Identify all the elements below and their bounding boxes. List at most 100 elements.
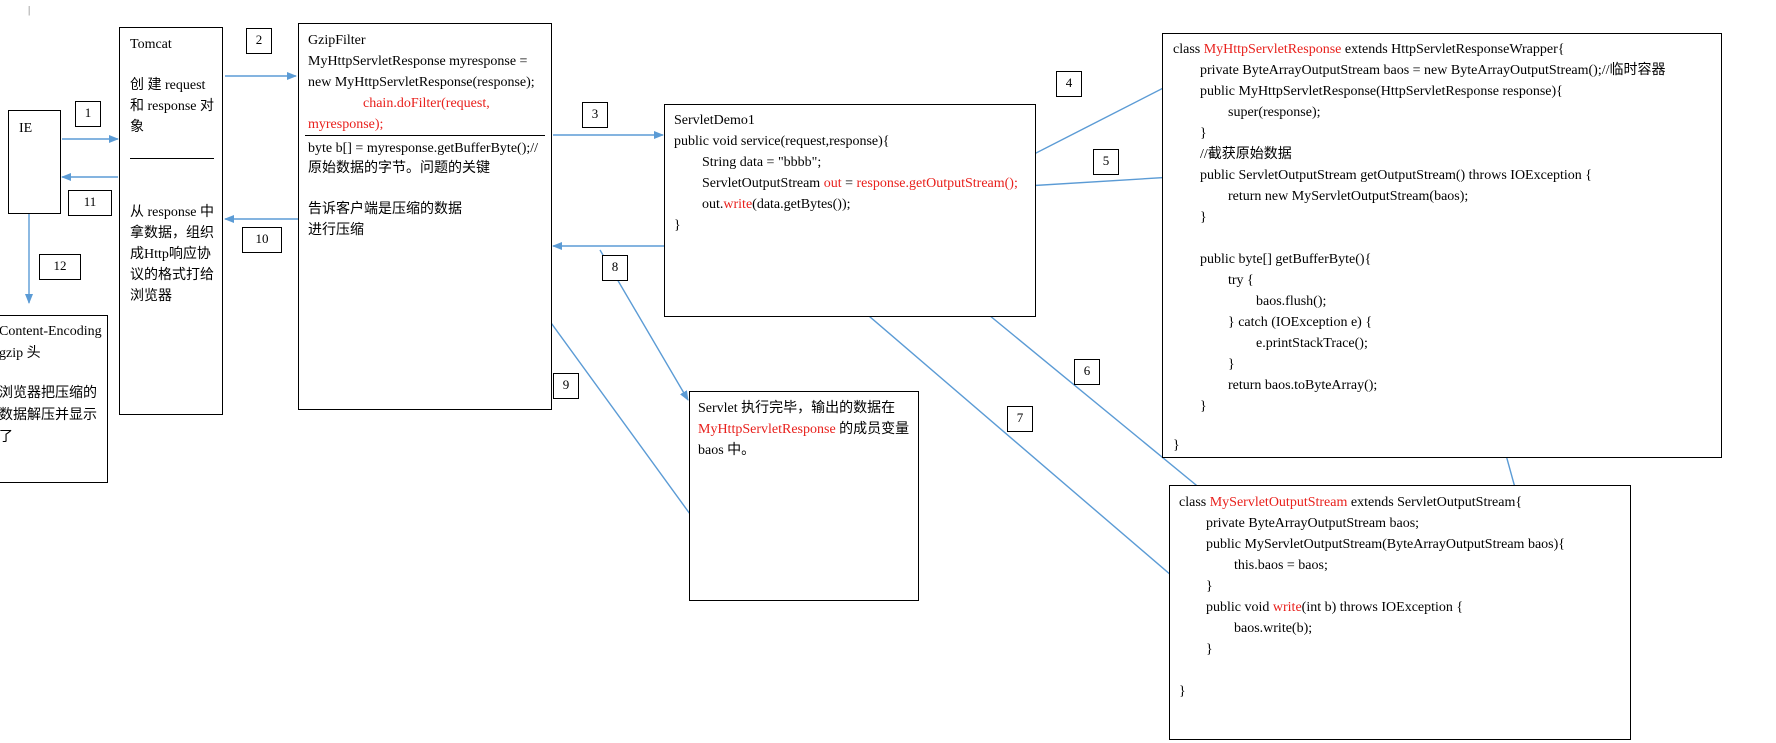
step-label-6: 6 [1074, 359, 1100, 385]
gzip-line-6: 原始数据的字节。问题的关键 [308, 161, 490, 176]
gzip-line-5: byte b[] = myresponse.getBufferByte();// [308, 141, 539, 156]
wrapper-line-5: } [1200, 126, 1207, 141]
stream-line-6a: public void [1206, 600, 1273, 615]
wrapper-line-18: } [1200, 399, 1207, 414]
servlet-line-4a: out. [702, 197, 724, 212]
servlet-line-1: public void service(request,response){ [674, 134, 890, 149]
wrapper-line-1b: MyHttpServletResponse [1203, 42, 1342, 57]
tomcat-line-3: 象 [130, 120, 144, 135]
step-label-1: 1 [75, 101, 101, 127]
browser-line-2: gzip 头 [0, 346, 41, 361]
stream-line-10: } [1179, 684, 1186, 699]
stream-line-5: } [1206, 579, 1213, 594]
gzip-line-8: 进行压缩 [308, 223, 364, 238]
gzip-line-1: MyHttpServletResponse myresponse = [308, 54, 528, 69]
stream-line-8: } [1206, 642, 1213, 657]
tomcat-title: Tomcat [130, 37, 172, 52]
wrapper-line-16: } [1228, 357, 1235, 372]
stream-line-7: baos.write(b); [1234, 621, 1313, 636]
servlet-line-2: String data = "bbbb"; [702, 155, 822, 170]
stream-line-6c: (int b) throws IOException { [1301, 600, 1464, 615]
stream-line-3: public MyServletOutputStream(ByteArrayOu… [1206, 537, 1565, 552]
servlet-line-3: ServletOutputStream out = response.getOu… [702, 174, 1018, 194]
stream-line-1c: extends ServletOutputStream{ [1347, 495, 1523, 510]
stream-line-1a: class [1179, 495, 1210, 510]
tomcat-line-7: 议的格式打给 [130, 268, 214, 283]
servlet-line-3b: out [823, 176, 842, 191]
step-label-12: 12 [39, 254, 81, 280]
gzip-filter-box: GzipFilter MyHttpServletResponse myrespo… [298, 23, 552, 410]
gzip-line-4: myresponse); [308, 117, 384, 132]
wrapper-line-2: private ByteArrayOutputStream baos = new… [1200, 63, 1666, 78]
step-label-4: 4 [1056, 71, 1082, 97]
wrapper-line-14: } catch (IOException e) { [1228, 315, 1373, 330]
gzip-title: GzipFilter [308, 33, 366, 48]
tomcat-box: Tomcat 创 建 request 和 response 对 象 从 resp… [119, 27, 223, 415]
note-line-1: Servlet 执行完毕，输出的数据在 [698, 401, 896, 416]
browser-line-5: 了 [0, 430, 13, 445]
servlet-line-3a: ServletOutputStream [702, 176, 824, 191]
gzip-line-3: chain.doFilter(request, [363, 96, 490, 111]
gzip-line-7: 告诉客户端是压缩的数据 [308, 202, 462, 217]
wrapper-line-20: } [1173, 438, 1180, 453]
wrapper-line-4: super(response); [1228, 105, 1321, 120]
wrapper-line-12: try { [1228, 273, 1254, 288]
servlet-title: ServletDemo1 [674, 113, 755, 128]
step-label-8: 8 [602, 255, 628, 281]
servlet-demo-box: ServletDemo1 public void service(request… [664, 104, 1036, 317]
wrapper-line-13: baos.flush(); [1256, 294, 1327, 309]
note-box: Servlet 执行完毕，输出的数据在 MyHttpServletRespons… [689, 391, 919, 601]
wrapper-line-9: } [1200, 210, 1207, 225]
browser-line-4: 数据解压并显示 [0, 408, 97, 423]
wrapper-line-1a: class [1173, 42, 1204, 57]
wrapper-line-15: e.printStackTrace(); [1256, 336, 1368, 351]
step-label-5: 5 [1093, 149, 1119, 175]
stream-line-1: class MyServletOutputStream extends Serv… [1179, 493, 1522, 513]
note-line-2: MyHttpServletResponse 的成员变量 [698, 420, 909, 440]
gzip-line-2: new MyHttpServletResponse(response); [308, 75, 535, 90]
wrapper-line-1c: extends HttpServletResponseWrapper{ [1341, 42, 1565, 57]
stream-line-1b: MyServletOutputStream [1209, 495, 1348, 510]
browser-line-3: 浏览器把压缩的 [0, 386, 97, 401]
servlet-line-4: out.write(data.getBytes()); [702, 195, 851, 215]
wrapper-line-1: class MyHttpServletResponse extends Http… [1173, 40, 1564, 60]
stream-line-6b: write [1272, 600, 1302, 615]
tomcat-divider [130, 158, 214, 159]
servlet-line-3d: response.getOutputStream(); [856, 176, 1018, 191]
step-label-7: 7 [1007, 406, 1033, 432]
stream-line-6: public void write(int b) throws IOExcept… [1206, 598, 1463, 618]
wrapper-class-box: class MyHttpServletResponse extends Http… [1162, 33, 1722, 458]
step-label-9: 9 [553, 373, 579, 399]
servlet-line-5: } [674, 218, 681, 233]
wrapper-line-11: public byte[] getBufferByte(){ [1200, 252, 1372, 267]
stream-line-4: this.baos = baos; [1234, 558, 1328, 573]
tomcat-line-6: 成Http响应协 [130, 247, 211, 262]
stream-line-2: private ByteArrayOutputStream baos; [1206, 516, 1420, 531]
note-line-2a: MyHttpServletResponse [698, 422, 836, 437]
note-line-2b: 的成员变量 [835, 422, 910, 437]
note-line-3: baos 中。 [698, 443, 756, 458]
browser-box: Content-Encoding gzip 头 浏览器把压缩的 数据解压并显示 … [0, 315, 108, 483]
step-label-11: 11 [68, 190, 112, 216]
wrapper-line-3: public MyHttpServletResponse(HttpServlet… [1200, 84, 1563, 99]
step-label-3: 3 [582, 102, 608, 128]
gzip-divider [305, 135, 545, 136]
tomcat-line-4: 从 response 中 [130, 205, 214, 220]
servlet-line-3c: = [841, 176, 857, 191]
browser-line-1: Content-Encoding [0, 324, 102, 339]
outputstream-class-box: class MyServletOutputStream extends Serv… [1169, 485, 1631, 740]
tomcat-line-2: 和 response 对 [130, 99, 214, 114]
step-label-10: 10 [242, 227, 282, 253]
step-label-2: 2 [246, 28, 272, 54]
ie-box: IE [8, 110, 61, 214]
cursor-mark: | [28, 4, 31, 16]
wrapper-line-17: return baos.toByteArray(); [1228, 378, 1378, 393]
ie-label: IE [19, 121, 33, 136]
wrapper-line-6: //截获原始数据 [1200, 147, 1292, 162]
servlet-line-4c: (data.getBytes()); [752, 197, 851, 212]
tomcat-line-8: 浏览器 [130, 289, 172, 304]
wrapper-line-8: return new MyServletOutputStream(baos); [1228, 189, 1469, 204]
tomcat-line-5: 拿数据，组织 [130, 226, 214, 241]
wrapper-line-7: public ServletOutputStream getOutputStre… [1200, 168, 1593, 183]
tomcat-line-1: 创 建 request [130, 78, 206, 93]
